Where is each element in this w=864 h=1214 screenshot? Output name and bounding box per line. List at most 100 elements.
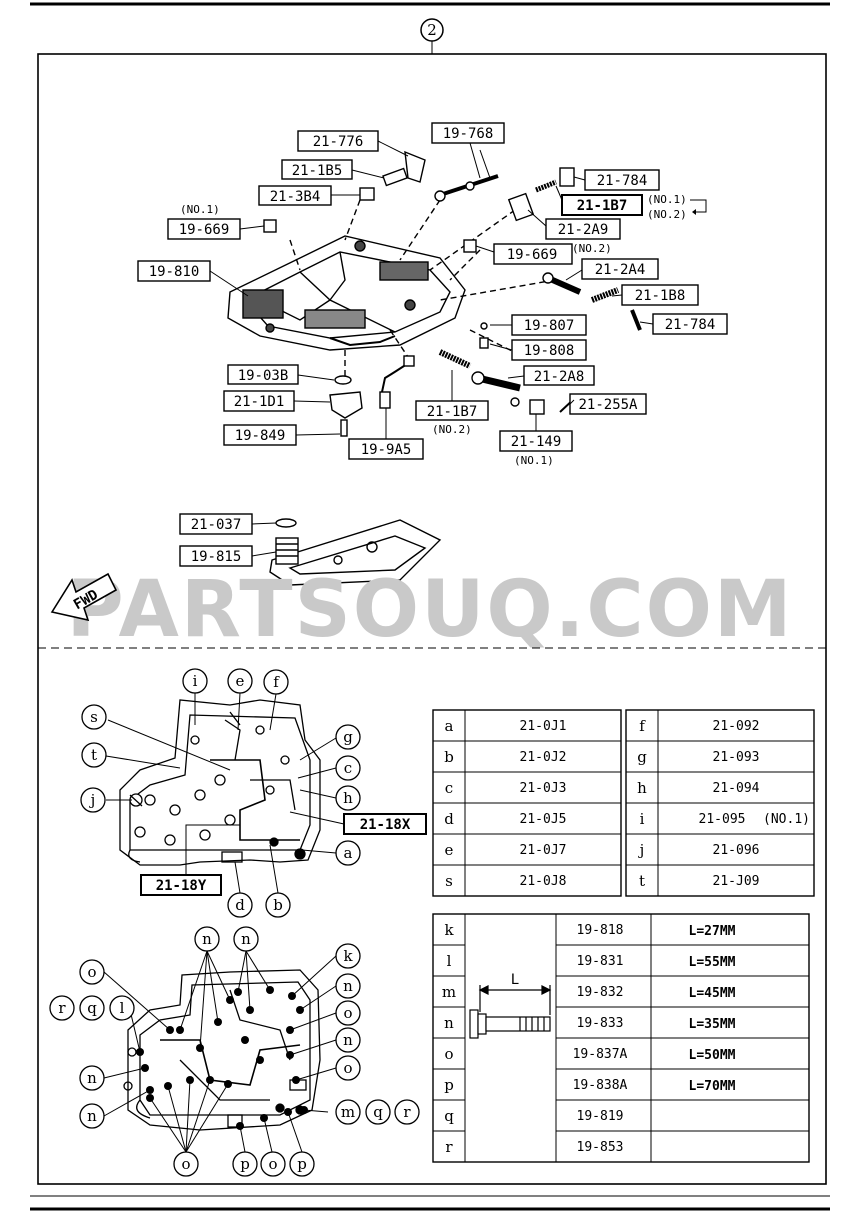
callout-d[interactable]: d	[227, 892, 253, 918]
svg-text:n: n	[202, 930, 212, 948]
svg-text:19-808: 19-808	[524, 343, 575, 359]
callout-n6[interactable]: n	[79, 1103, 105, 1129]
svg-text:g: g	[343, 728, 353, 746]
callout-n2[interactable]: n	[233, 926, 259, 952]
svg-text:19-833: 19-833	[577, 1016, 624, 1031]
svg-text:p: p	[444, 1076, 454, 1094]
callout-b[interactable]: b	[265, 892, 291, 918]
svg-text:n: n	[343, 1031, 353, 1049]
callout-f[interactable]: f	[263, 669, 289, 695]
svg-text:21-2A8: 21-2A8	[534, 369, 585, 385]
part-label[interactable]: 21-149	[499, 414, 573, 452]
svg-text:19-03B: 19-03B	[238, 368, 289, 384]
part-label[interactable]: 21-784	[639, 313, 728, 335]
part-label[interactable]: 19-669	[167, 218, 265, 240]
part-label[interactable]: 19-669	[475, 243, 573, 265]
svg-text:21-1B7: 21-1B7	[577, 198, 628, 214]
part-label[interactable]: 19-03B	[227, 364, 335, 385]
part-label[interactable]: 21-776	[297, 130, 409, 157]
callout-p2[interactable]: p	[289, 1151, 315, 1177]
svg-text:19-807: 19-807	[524, 318, 575, 334]
callout-m[interactable]: m	[335, 1099, 361, 1125]
part-label[interactable]: 21-2A8	[507, 365, 595, 386]
part-label[interactable]: 19-9A5	[348, 408, 424, 460]
part-label[interactable]: 21-3B4	[258, 185, 360, 206]
part-label[interactable]: 21-1D1	[223, 390, 331, 412]
part-label[interactable]: 21-037	[179, 513, 277, 535]
svg-text:o: o	[343, 1004, 352, 1022]
callout-s[interactable]: s	[81, 704, 107, 730]
callout-o4[interactable]: o	[173, 1151, 199, 1177]
svg-text:21-3B4: 21-3B4	[270, 189, 321, 205]
callout-n1[interactable]: n	[194, 926, 220, 952]
watermark: PARTSOUQ.COM	[66, 565, 793, 655]
part-label[interactable]: 21-2A4	[565, 258, 659, 281]
svg-text:L=70MM: L=70MM	[689, 1079, 736, 1094]
svg-text:h: h	[637, 779, 647, 797]
part-label[interactable]: 21-1B7	[555, 185, 643, 216]
svg-text:i: i	[193, 672, 198, 690]
bolt-icon	[469, 985, 552, 1039]
callout-t[interactable]: t	[81, 742, 107, 768]
svg-text:r: r	[403, 1103, 411, 1121]
callout-n5[interactable]: n	[79, 1065, 105, 1091]
callout-l[interactable]: l	[109, 995, 135, 1021]
callout-k[interactable]: k	[335, 943, 361, 969]
bolt-length-label: L	[511, 972, 519, 988]
svg-text:t: t	[639, 872, 645, 890]
callout-21-18y[interactable]: 21-18Y	[140, 874, 222, 896]
callout-o3[interactable]: o	[335, 1055, 361, 1081]
callout-q[interactable]: q	[79, 995, 105, 1021]
part-label[interactable]: 21-1B7	[415, 370, 489, 421]
svg-text:21-0J1: 21-0J1	[520, 719, 567, 734]
part-label[interactable]: 19-807	[490, 314, 587, 336]
callout-j[interactable]: j	[80, 787, 106, 813]
svg-text:a: a	[445, 717, 454, 735]
svg-text:21-2A4: 21-2A4	[595, 262, 646, 278]
part-label[interactable]: 21-2A9	[527, 209, 621, 240]
callout-o5[interactable]: o	[260, 1151, 286, 1177]
callout-q2[interactable]: q	[365, 1099, 391, 1125]
callout-o1[interactable]: o	[79, 959, 105, 985]
svg-text:o: o	[268, 1155, 277, 1173]
callout-p1[interactable]: p	[232, 1151, 258, 1177]
part-label[interactable]: 21-1B8	[611, 284, 699, 306]
part-label[interactable]: 21-784	[573, 169, 660, 191]
callout-n3[interactable]: n	[335, 973, 361, 999]
svg-text:b: b	[273, 896, 283, 914]
callout-c[interactable]: c	[335, 755, 361, 781]
svg-text:m: m	[442, 983, 456, 1001]
svg-text:j: j	[89, 791, 96, 809]
callout-o2[interactable]: o	[335, 1000, 361, 1026]
svg-text:k: k	[343, 947, 353, 965]
callout-h[interactable]: h	[335, 785, 361, 811]
svg-text:o: o	[87, 963, 96, 981]
svg-text:j: j	[638, 841, 645, 859]
part-label[interactable]: 19-808	[489, 339, 587, 361]
callout-n4[interactable]: n	[335, 1027, 361, 1053]
callout-i[interactable]: i	[182, 668, 208, 694]
part-label[interactable]: 19-810	[137, 260, 249, 297]
part-label[interactable]: 19-815	[179, 545, 277, 567]
part-label[interactable]: 21-1B5	[281, 159, 385, 180]
callout-e[interactable]: e	[227, 668, 253, 694]
callout-r[interactable]: r	[49, 995, 75, 1021]
svg-text:o: o	[181, 1155, 190, 1173]
part-label[interactable]: 19-768	[431, 122, 505, 179]
part-label[interactable]: 19-849	[223, 424, 341, 446]
callout-r2[interactable]: r	[394, 1099, 420, 1125]
callout-g[interactable]: g	[335, 724, 361, 750]
callout-a[interactable]: a	[335, 840, 361, 866]
part-label[interactable]: 21-255A	[569, 393, 647, 415]
diagram-1-letters: i e f s g t c j h a d b	[80, 668, 361, 918]
svg-text:21-1B8: 21-1B8	[635, 288, 686, 304]
callout-21-18x[interactable]: 21-18X	[343, 813, 427, 835]
